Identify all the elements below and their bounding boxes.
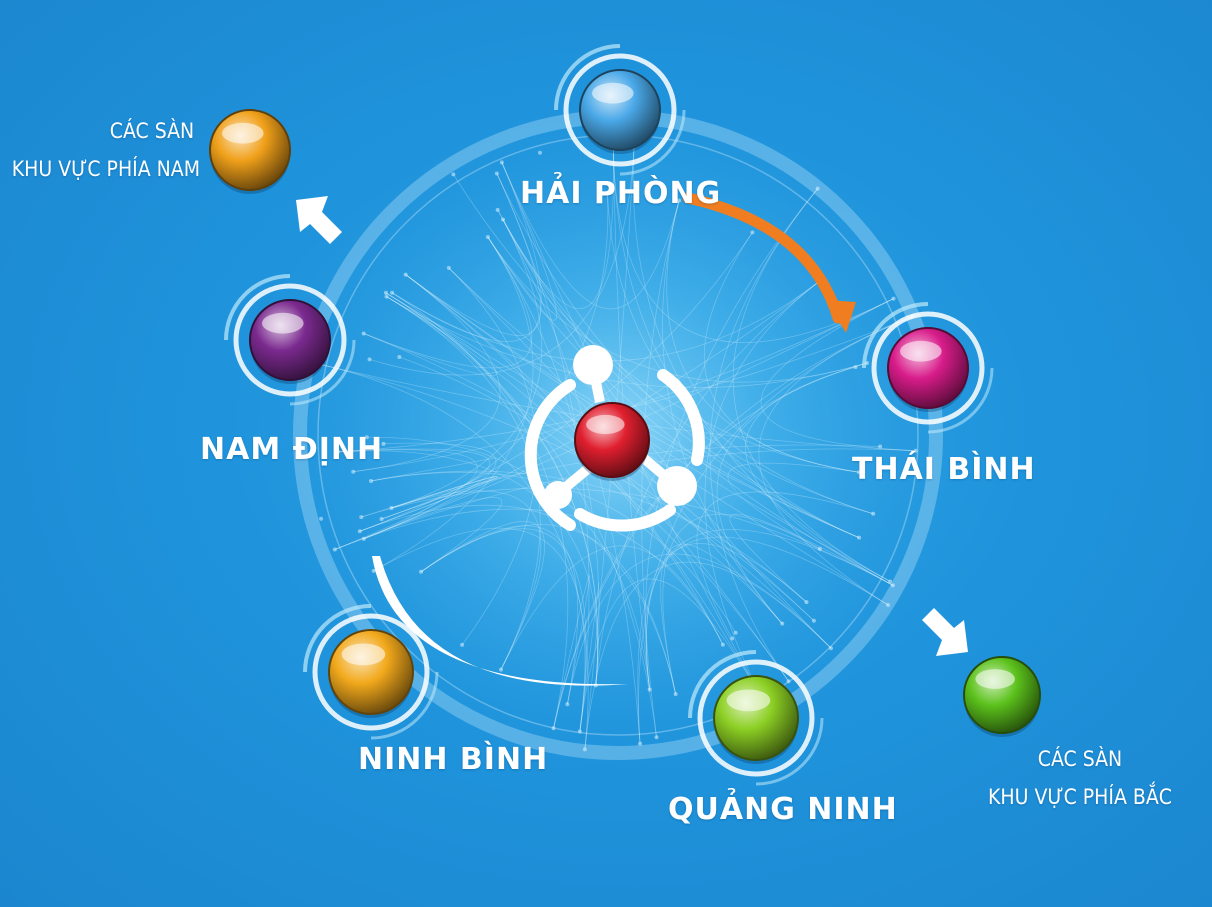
orb-quang-ninh [688,650,824,786]
south-label-line1: CÁC SÀN [109,119,195,143]
center-hub-icon [524,345,705,532]
arrow-to-north [922,608,968,656]
orb-ninh-binh [303,604,439,740]
orb-south [209,109,291,194]
north-exchanges-label: CÁC SÀN KHU VỰC PHÍA BẮC [985,740,1175,816]
label-quang-ninh: QUẢNG NINH [668,792,898,827]
label-thai-binh: THÁI BÌNH [852,452,1036,487]
orb-center [574,402,650,481]
label-hai-phong: HẢI PHÒNG [520,176,722,211]
orb-nam-dinh [224,274,356,406]
orb-thai-binh [862,302,994,434]
label-nam-dinh: NAM ĐỊNH [200,432,384,467]
south-exchanges-label: CÁC SÀN KHU VỰC PHÍA NAM [10,112,260,188]
orange-flow-arrow [682,192,856,333]
south-label-line2: KHU VỰC PHÍA NAM [11,157,200,181]
north-label-line1: CÁC SÀN [1037,747,1123,771]
label-ninh-binh: NINH BÌNH [358,742,549,777]
orb-hai-phong [554,44,686,176]
arrow-to-south [296,196,342,244]
north-label-line2: KHU VỰC PHÍA BẮC [988,785,1172,809]
orb-north [963,656,1041,737]
